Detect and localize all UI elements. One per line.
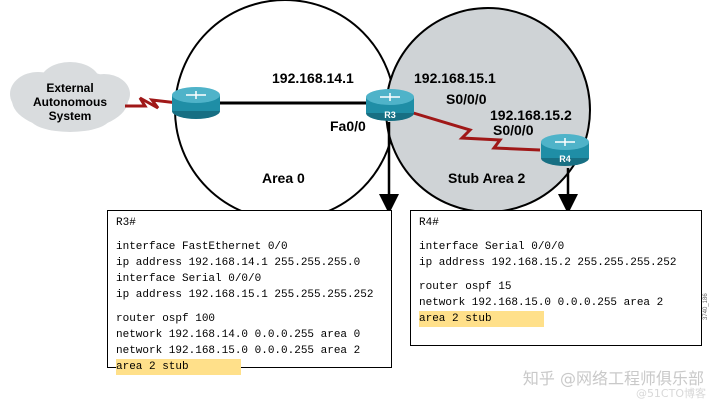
r3-config-prompt: R3# — [116, 217, 136, 229]
figure-tag: 3740_186 — [703, 293, 709, 320]
r3-config-line: router ospf 100 — [116, 313, 216, 325]
watermark-text: 知乎 @网络工程师俱乐部 — [522, 369, 704, 388]
r4-serial-if-label: S0/0/0 — [493, 122, 534, 138]
router-r4-icon: R4 — [541, 134, 589, 166]
r4-config-line: network 192.168.15.0 0.0.0.255 area 2 — [419, 297, 664, 309]
r3-stub-highlight: area 2 stub — [116, 359, 241, 375]
r4-config-line: interface Serial 0/0/0 — [419, 241, 565, 253]
r3-config-line: interface FastEthernet 0/0 — [116, 241, 288, 253]
router-r3-icon: R3 — [366, 89, 414, 121]
r3-serial-if-label: S0/0/0 — [446, 91, 487, 107]
r4-config-box: R4# interface Serial 0/0/0 ip address 19… — [410, 210, 702, 346]
r3-config-box: R3# interface FastEthernet 0/0 ip addres… — [107, 210, 392, 375]
watermark-secondary: @51CTO博客 — [635, 387, 706, 400]
external-serial-link — [125, 96, 179, 110]
r3-config-line: ip address 192.168.14.1 255.255.255.0 — [116, 257, 361, 269]
cloud-label-line-3: System — [49, 109, 92, 123]
area-0-label: Area 0 — [262, 170, 305, 186]
stub-area-label: Stub Area 2 — [448, 170, 525, 186]
router-r4-label: R4 — [559, 154, 571, 164]
r3-config-line: ip address 192.168.15.1 255.255.255.252 — [116, 289, 374, 301]
r3-config-line: interface Serial 0/0/0 — [116, 273, 262, 285]
r3-fa-ip-label: 192.168.14.1 — [272, 70, 354, 86]
router-external-icon — [172, 87, 220, 119]
r4-config-line: router ospf 15 — [419, 281, 512, 293]
r4-config-prompt: R4# — [419, 217, 439, 229]
r4-stub-highlight: area 2 stub — [419, 311, 544, 327]
stub-serial-link — [409, 110, 541, 152]
router-r3-label: R3 — [384, 110, 396, 120]
r4-config-line: ip address 192.168.15.2 255.255.255.252 — [419, 257, 677, 269]
r3-serial-ip-label: 192.168.15.1 — [414, 70, 496, 86]
cloud-label-line-2: Autonomous — [33, 95, 107, 109]
r3-config-line: network 192.168.15.0 0.0.0.255 area 2 — [116, 345, 361, 357]
cloud-label-line-1: External — [46, 81, 93, 95]
r3-config-line: network 192.168.14.0 0.0.0.255 area 0 — [116, 329, 361, 341]
r4-serial-ip-label: 192.168.15.2 — [490, 107, 572, 123]
external-as-cloud: External Autonomous System — [10, 62, 130, 132]
r3-fa-if-label: Fa0/0 — [330, 118, 366, 134]
